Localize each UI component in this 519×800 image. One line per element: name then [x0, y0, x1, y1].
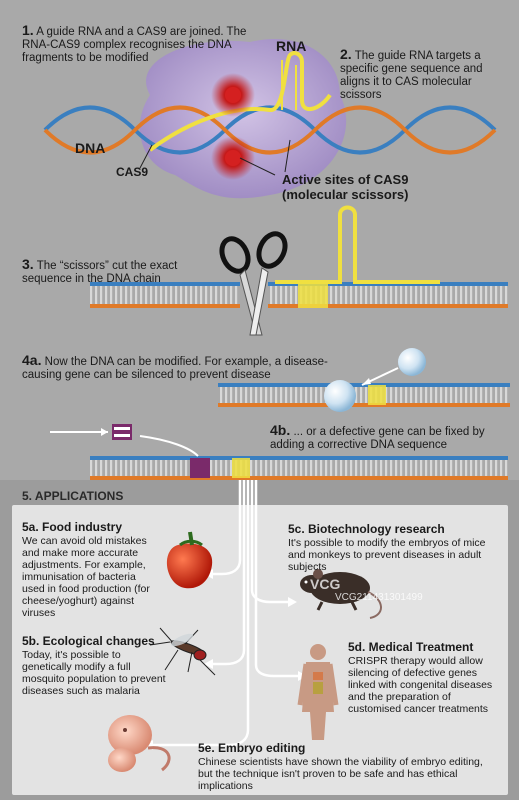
ecological-text: Today, it's possible to genetically modi…: [22, 649, 166, 697]
silencer-molecule-incoming: [398, 348, 426, 376]
mouse-icon: [300, 569, 382, 619]
rna-label: RNA: [276, 38, 307, 54]
human-body-icon: [297, 644, 339, 740]
dna-modify-illustration: [218, 348, 510, 412]
biotech-text: It's possible to modify the embryos of m…: [288, 537, 486, 573]
food-industry-title: 5a. Food industry: [22, 520, 123, 534]
corrective-sequence: [190, 458, 210, 478]
step-2-description: The guide RNA targets a specific gene se…: [340, 50, 483, 101]
dna-fix-illustration: [50, 424, 508, 480]
embryo-icon: [108, 715, 171, 772]
medical-text: CRISPR therapy would allow silencing of …: [348, 655, 493, 715]
applications-panel: [12, 505, 508, 795]
guide-rna: [148, 51, 332, 152]
cas9-complex-illustration: [43, 38, 497, 199]
step-4a-text: 4a. Now the DNA can be modified. For exa…: [22, 352, 352, 382]
pepper-icon: [166, 531, 213, 589]
active-sites-label: Active sites of CAS9 (molecular scissors…: [282, 172, 409, 202]
step-4a-number: 4a.: [22, 352, 42, 368]
step-2-text: 2. The guide RNA targets a specific gene…: [340, 46, 512, 102]
watermark-brand: VCG: [310, 576, 341, 592]
step-4b-description: ... or a defective gene can be fixed by …: [270, 426, 485, 451]
dna-cut-illustration: [90, 205, 508, 336]
embryo-title: 5e. Embryo editing: [198, 741, 306, 755]
application-arrows: [150, 480, 300, 747]
silencer-molecule: [324, 380, 356, 412]
step-3-text: 3. The “scissors” cut the exact sequence…: [22, 256, 192, 286]
biotech-title: 5c. Biotechnology research: [288, 522, 445, 536]
corrective-sequence-incoming: [112, 424, 132, 440]
cas9-label: CAS9: [116, 165, 149, 179]
step-3-number: 3.: [22, 256, 34, 272]
watermark-id: VCG211431301499: [335, 592, 423, 603]
step-4b-number: 4b.: [270, 422, 291, 438]
dna-label: DNA: [75, 140, 106, 156]
food-industry-text: We can avoid old mistakes and make more …: [22, 535, 150, 619]
step-3-description: The “scissors” cut the exact sequence in…: [22, 260, 178, 285]
scissors-icon: [219, 231, 288, 336]
embryo-text: Chinese scientists have shown the viabil…: [198, 756, 483, 792]
step-1-text: 1. A guide RNA and a CAS9 are joined. Th…: [22, 22, 252, 65]
cas9-protein-blob: [139, 38, 347, 199]
target-sequence: [298, 282, 328, 308]
step-4b-text: 4b. ... or a defective gene can be fixed…: [270, 422, 500, 452]
dna-orange-strand: [43, 105, 497, 155]
ecological-title: 5b. Ecological changes: [22, 634, 155, 648]
applications-title: 5. APPLICATIONS: [22, 489, 124, 503]
step-1-description: A guide RNA and a CAS9 are joined. The R…: [22, 26, 247, 64]
step-2-number: 2.: [340, 46, 352, 62]
dna-blue-strand: [43, 105, 497, 155]
mosquito-icon: [149, 627, 216, 676]
step-1-number: 1.: [22, 22, 34, 38]
step-4a-description: Now the DNA can be modified. For example…: [22, 356, 328, 381]
medical-title: 5d. Medical Treatment: [348, 640, 474, 654]
